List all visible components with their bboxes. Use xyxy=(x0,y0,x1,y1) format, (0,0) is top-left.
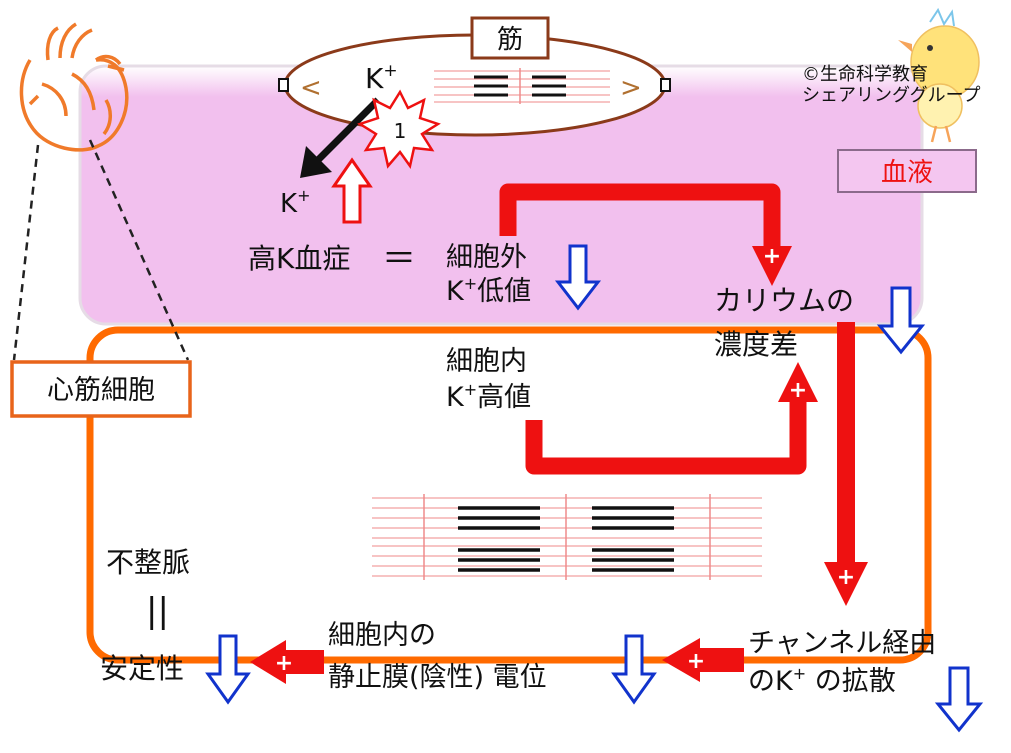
myocyte-label-box xyxy=(10,360,192,418)
plus-marker-2: + xyxy=(789,378,807,403)
extracellular-line-2: K+低値 xyxy=(446,274,531,307)
gradient-line-2: 濃度差 xyxy=(714,328,798,361)
k-ion-blood: K+ xyxy=(280,186,310,219)
red-arrowhead-resting-potential xyxy=(662,638,700,682)
muscle-right-chevron: > xyxy=(620,73,642,103)
arrhythmia-label: 不整脈 xyxy=(106,546,190,579)
muscle-left-chevron: < xyxy=(300,73,322,103)
chick-icon xyxy=(898,7,980,143)
burst-number: 1 xyxy=(394,119,407,143)
equals-sign: ＝ xyxy=(382,239,416,279)
heart-icon xyxy=(19,22,129,152)
resting-potential-line-1: 細胞内の xyxy=(328,620,436,651)
muscle-sarcomere xyxy=(434,68,610,104)
burst-marker: 1 xyxy=(357,89,441,170)
diffusion-line-2: のK+ の拡散 xyxy=(748,664,896,697)
red-path-extracellular xyxy=(499,183,781,252)
myofibril xyxy=(372,494,762,580)
red-arrowhead-stability xyxy=(250,640,286,684)
red-path-to-stability xyxy=(282,650,324,674)
plus-marker-4: + xyxy=(687,649,705,674)
k-ion-muscle: K+ xyxy=(365,61,398,95)
parallel-sign: || xyxy=(146,591,169,631)
plus-marker-1: + xyxy=(763,244,781,269)
red-path-intracellular xyxy=(525,396,807,475)
stability-label: 安定性 xyxy=(100,652,184,685)
intracellular-line-2: K+高値 xyxy=(446,380,531,413)
blood-label: 血液 xyxy=(881,158,933,188)
hyperkalemia-label: 高K血症 xyxy=(248,242,350,275)
dashed-line-left xyxy=(12,144,40,361)
red-arrowhead-diffusion xyxy=(824,562,868,606)
extracellular-decrease-arrow xyxy=(554,244,602,311)
blood-label-box xyxy=(837,149,977,193)
diffusion-line-1: チャンネル経由 xyxy=(748,628,936,659)
red-path-to-resting-potential xyxy=(696,648,744,672)
extracellular-line-1: 細胞外 xyxy=(446,242,527,273)
dashed-line-right xyxy=(88,139,190,361)
red-arrowhead-gradient-bottom xyxy=(778,362,818,402)
stability-decrease-arrow xyxy=(205,634,251,705)
cardiomyocyte-membrane xyxy=(86,326,932,664)
muscle-label-box xyxy=(470,16,550,60)
myocyte-label: 心筋細胞 xyxy=(47,375,155,406)
resting-potential-line-2: 静止膜(陰性) 電位 xyxy=(328,662,547,693)
k-efflux-arrow xyxy=(300,97,381,178)
resting-potential-decrease-arrow xyxy=(611,634,657,705)
copyright-line-1: ©生命科学教育 xyxy=(802,64,928,85)
gradient-decrease-arrow xyxy=(876,286,926,355)
muscle-label: 筋 xyxy=(497,25,523,55)
plus-marker-5: + xyxy=(275,651,293,676)
k-increase-arrow xyxy=(331,157,373,224)
plus-marker-3: + xyxy=(837,565,855,590)
intracellular-line-1: 細胞内 xyxy=(446,346,527,377)
gradient-line-1: カリウムの xyxy=(714,284,854,317)
copyright-line-2: シェアリンググループ xyxy=(802,85,981,106)
red-arrowhead-gradient-top xyxy=(752,246,792,286)
diffusion-decrease-arrow xyxy=(934,666,984,733)
